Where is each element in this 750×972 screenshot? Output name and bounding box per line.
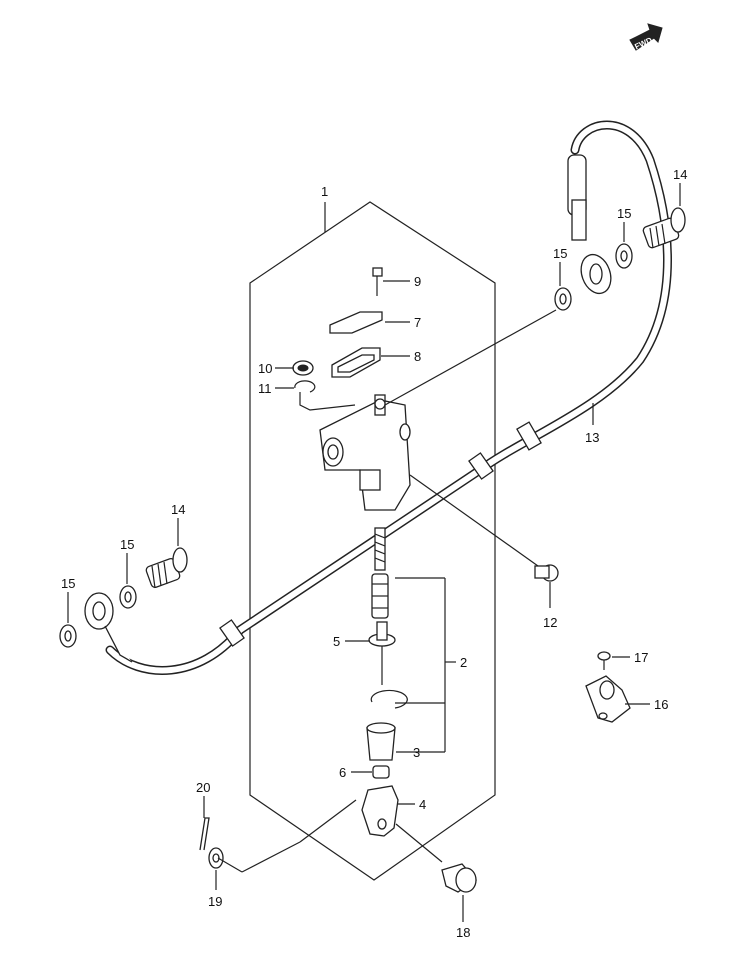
boot: [366, 722, 396, 761]
washer-19: [208, 847, 224, 869]
label-part-14-left: 14: [171, 502, 185, 517]
reservoir-plug: [292, 360, 314, 376]
spring: [374, 527, 386, 571]
push-rod: [368, 621, 396, 685]
label-part-15-d: 15: [617, 206, 631, 221]
label-part-20: 20: [196, 780, 210, 795]
circlip-upper: [294, 380, 316, 393]
label-part-15-a: 15: [61, 576, 75, 591]
nut: [372, 765, 390, 779]
label-part-15-b: 15: [120, 537, 134, 552]
label-part-14-right: 14: [673, 167, 687, 182]
banjo-bolt-left: [145, 547, 188, 589]
cotter-pin: [199, 817, 210, 851]
assembly-boundary: [249, 201, 496, 881]
label-part-13: 13: [585, 430, 599, 445]
label-part-9: 9: [414, 274, 421, 289]
label-part-8: 8: [414, 349, 421, 364]
label-part-3: 3: [413, 745, 420, 760]
label-part-4: 4: [419, 797, 426, 812]
label-part-18: 18: [456, 925, 470, 940]
hose-guide: [585, 675, 631, 723]
mount-bolt: [534, 564, 559, 582]
cap-screw: [372, 267, 383, 296]
piston: [371, 573, 389, 619]
fwd-arrow-icon: FWD: [629, 23, 663, 51]
diaphragm: [331, 347, 381, 378]
label-part-10: 10: [258, 361, 272, 376]
label-part-2: 2: [460, 655, 467, 670]
label-part-19: 19: [208, 894, 222, 909]
clevis: [361, 785, 399, 837]
clevis-pin: [441, 863, 477, 893]
label-part-11: 11: [258, 381, 272, 396]
circlip-lower: [370, 689, 408, 709]
washer-4: [615, 243, 633, 269]
label-part-7: 7: [414, 315, 421, 330]
guide-screw: [597, 651, 611, 670]
banjo-bolt-right: [642, 207, 686, 249]
brake-hose: [84, 120, 672, 675]
washer-1: [59, 624, 77, 648]
washer-3: [554, 287, 572, 311]
label-part-6: 6: [339, 765, 346, 780]
label-part-5: 5: [333, 634, 340, 649]
master-cylinder-body: [319, 394, 411, 511]
label-part-16: 16: [654, 697, 668, 712]
label-part-12: 12: [543, 615, 557, 630]
washer-2: [119, 585, 137, 609]
label-part-1: 1: [321, 184, 328, 199]
label-part-15-c: 15: [553, 246, 567, 261]
reservoir-cap: [329, 311, 383, 334]
leader-lines: [67, 183, 681, 922]
label-part-17: 17: [634, 650, 648, 665]
